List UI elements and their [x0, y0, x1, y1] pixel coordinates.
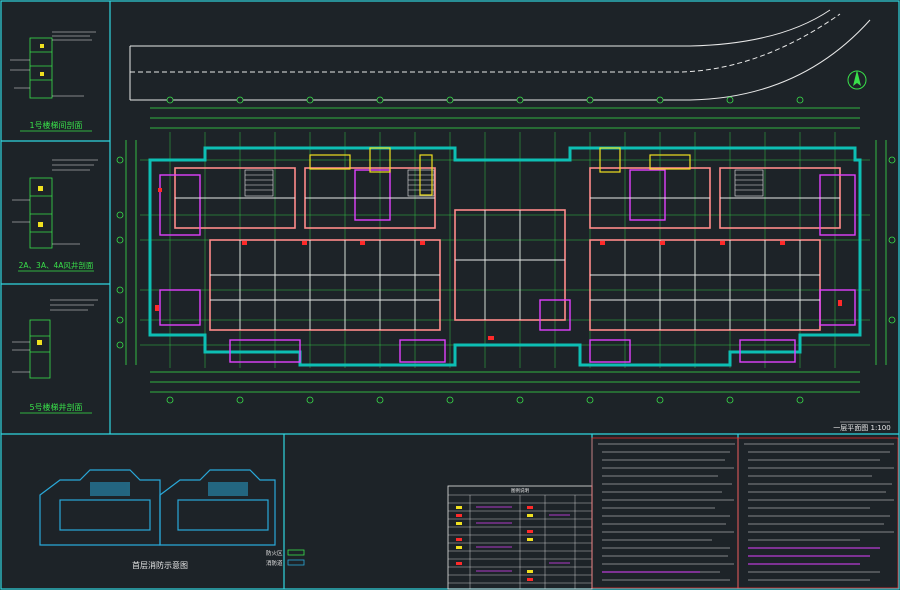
legend-table: 图例说明 — [447, 485, 593, 590]
design-notes — [591, 437, 899, 589]
keyplan-legend-a: 防火区 — [266, 549, 283, 557]
detail-3-title: 5号楼梯井剖面 — [29, 402, 82, 412]
dimension-lines — [125, 107, 887, 393]
plan-scale-label: 一层平面图 1:100 — [833, 424, 890, 432]
detail-panel-3: 5号楼梯井剖面 — [12, 299, 98, 414]
shaft-markers — [309, 147, 691, 196]
detail-panel-2: 2A、3A、4A风井剖面 — [12, 159, 98, 272]
detail-1-title: 1号楼梯间剖面 — [29, 120, 82, 130]
detail-2-title: 2A、3A、4A风井剖面 — [19, 260, 94, 270]
key-plan: 首层消防示意图 防火区 消防道 — [39, 469, 305, 570]
legend-table-title: 图例说明 — [511, 487, 529, 494]
floor-plan: 一层平面图 1:100 — [116, 9, 896, 432]
keyplan-title: 首层消防示意图 — [132, 560, 188, 570]
room-outlines — [159, 169, 856, 363]
north-arrow-icon — [847, 70, 867, 90]
detail-panel-1: 1号楼梯间剖面 — [10, 31, 96, 132]
site-road — [129, 9, 871, 101]
partitions — [175, 197, 840, 330]
fire-equipment-markers — [155, 188, 842, 340]
building-outer-wall — [148, 146, 862, 367]
axis-bubbles — [116, 96, 896, 404]
keyplan-legend-b: 消防道 — [266, 559, 283, 567]
stairs — [244, 169, 764, 197]
